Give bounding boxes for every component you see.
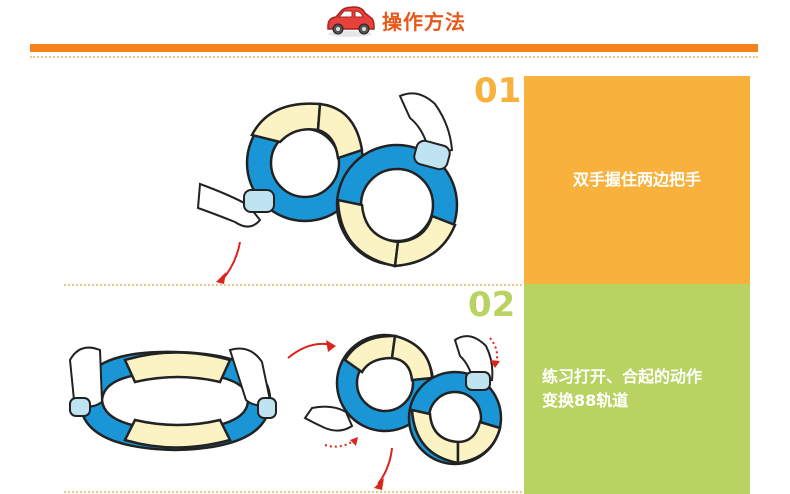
step-1-number: 01 — [474, 71, 522, 111]
step-2-text-line1: 练习打开、合起的动作 — [542, 367, 703, 386]
right-hand — [398, 92, 454, 171]
step-1-illustration — [196, 92, 459, 284]
track-closed-figure — [335, 333, 503, 466]
step-1-panel: 双手握住两边把手 — [524, 76, 750, 284]
right-hand-2 — [228, 347, 277, 419]
curved-arrow-bottom — [377, 447, 393, 485]
step-2-illustration — [68, 333, 503, 490]
left-hand — [196, 182, 275, 228]
step-2-text-line2: 变换88轨道 — [542, 391, 629, 410]
header-dotted-divider — [30, 56, 758, 58]
step-2-panel: 练习打开、合起的动作 变换88轨道 — [524, 284, 750, 494]
step-1-text: 双手握住两边把手 — [572, 170, 701, 189]
toy-car-icon — [327, 6, 375, 37]
hands-3 — [303, 335, 494, 432]
step-separator — [64, 284, 522, 286]
left-hand-2 — [68, 346, 104, 417]
header-divider — [30, 44, 758, 52]
curved-arrow-top — [287, 342, 333, 359]
dotted-arrow-left — [324, 439, 356, 448]
step-2-number: 02 — [468, 285, 516, 325]
track-open-oval — [78, 350, 272, 452]
bottom-separator — [64, 491, 522, 493]
track-figure-eight — [245, 102, 459, 268]
page-title: 操作方法 — [382, 10, 466, 34]
